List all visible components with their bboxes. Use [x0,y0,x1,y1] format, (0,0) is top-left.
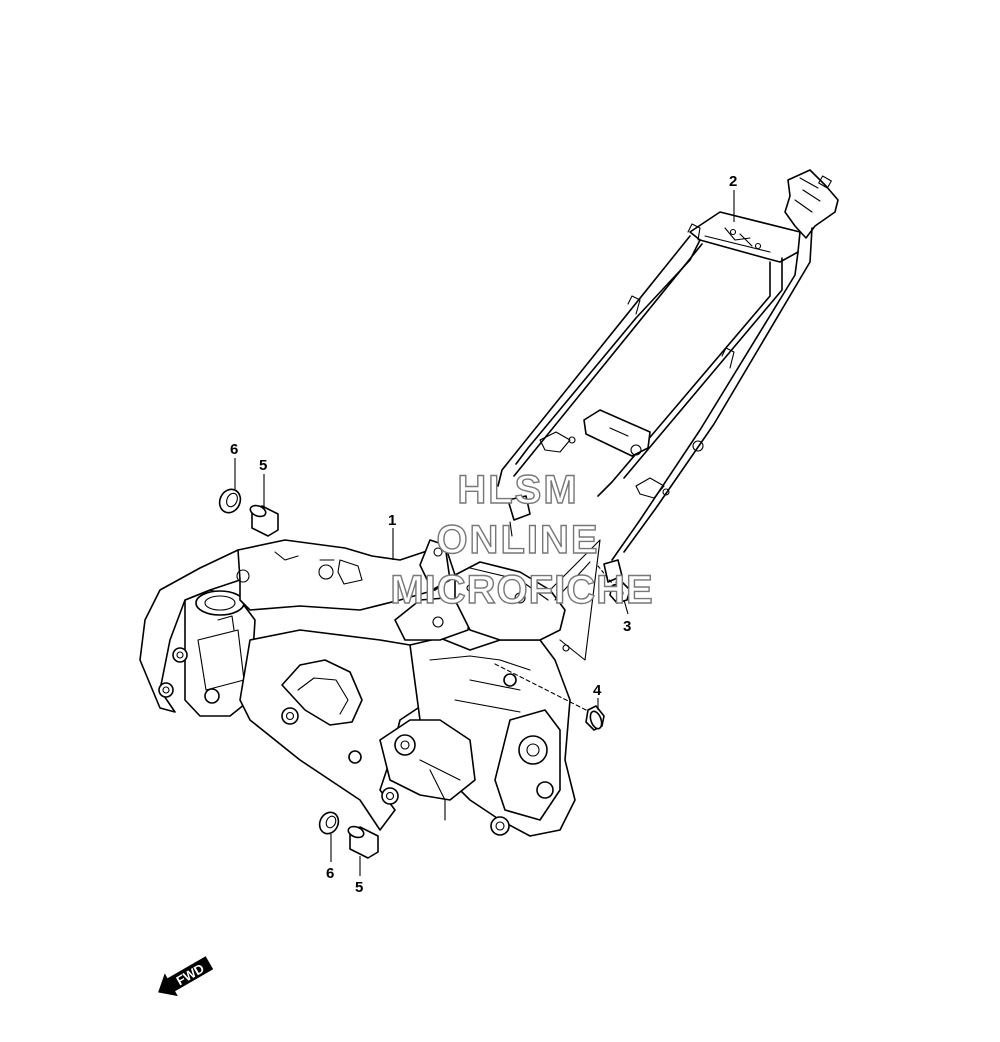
seat-rail-drawing[interactable] [497,169,839,593]
watermark-line-2: ONLINE [436,518,599,562]
watermark-line-1: HLSM [457,468,578,512]
main-frame-drawing[interactable] [139,539,601,837]
collar-lower-drawing[interactable] [347,825,379,859]
watermark: HLSM ONLINE MICROFICHE [390,467,654,612]
callout-5-lower[interactable]: 5 [355,879,363,896]
fwd-arrow-icon: FWD [158,956,214,997]
watermark-line-3: MICROFICHE [390,568,653,612]
callout-1[interactable]: 1 [388,512,396,529]
callout-6-upper[interactable]: 6 [230,441,238,458]
callouts: 1 2 3 4 5 6 5 6 [230,173,737,896]
nut-drawing[interactable] [597,565,631,604]
leader-lines [234,190,735,876]
callout-2[interactable]: 2 [729,173,737,190]
bolt-drawing[interactable] [494,663,605,731]
callout-6-lower[interactable]: 6 [326,865,334,882]
collar-upper-drawing[interactable] [249,504,279,537]
bushing-lower-drawing[interactable] [316,809,342,837]
bushing-upper-drawing[interactable] [216,486,244,516]
callout-4[interactable]: 4 [593,682,602,699]
callout-3[interactable]: 3 [623,618,631,635]
callout-5-upper[interactable]: 5 [259,457,267,474]
